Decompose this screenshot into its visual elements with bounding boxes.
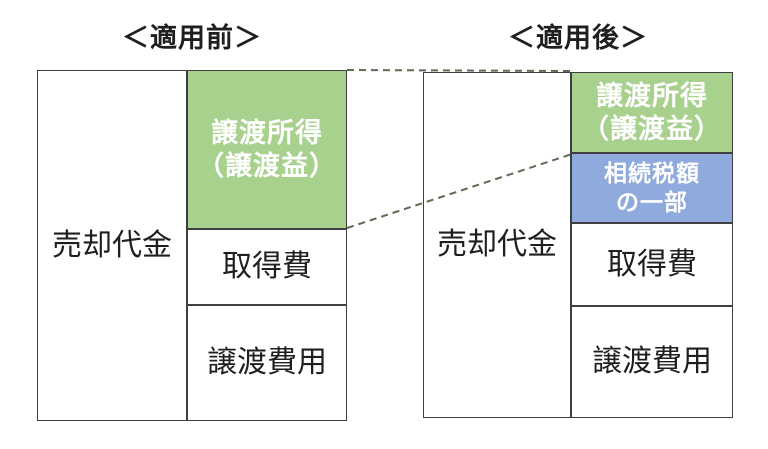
after-capital-gain-label-line2: （譲渡益）: [582, 113, 722, 144]
after-inheritance-tax-label-line2: の一部: [616, 189, 688, 215]
gain-top-dash-line: [346, 69, 573, 72]
after-acquisition-cost-label: 取得費: [607, 247, 697, 281]
after-capital-gain-label-line1: 譲渡所得: [596, 80, 708, 111]
after-transfer-expense-box: 譲渡費用: [571, 306, 733, 418]
before-transfer-expense-box: 譲渡費用: [187, 305, 347, 421]
after-transfer-expense-label: 譲渡費用: [592, 345, 712, 378]
before-transfer-expense-label: 譲渡費用: [207, 346, 327, 379]
before-acquisition-cost-box: 取得費: [187, 229, 347, 305]
before-capital-gain-box: 譲渡所得 （譲渡益）: [187, 70, 347, 229]
after-inheritance-tax-box: 相続税額 の一部: [571, 153, 733, 223]
before-capital-gain-label-line2: （譲渡益）: [197, 150, 337, 181]
after-acquisition-cost-box: 取得費: [571, 223, 733, 306]
after-capital-gain-box: 譲渡所得 （譲渡益）: [571, 72, 733, 153]
before-title: ＜適用前＞: [122, 23, 262, 53]
before-acquisition-cost-label: 取得費: [222, 250, 312, 283]
after-inheritance-tax-label-line1: 相続税額: [604, 160, 700, 186]
before-sale-proceeds-label: 売却代金: [52, 228, 172, 262]
after-sale-proceeds-label: 売却代金: [437, 228, 557, 261]
after-sale-proceeds-box: 売却代金: [423, 72, 571, 418]
before-sale-proceeds-box: 売却代金: [37, 70, 187, 421]
after-title: ＜適用後＞: [508, 23, 648, 53]
before-capital-gain-label-line1: 譲渡所得: [211, 117, 323, 148]
